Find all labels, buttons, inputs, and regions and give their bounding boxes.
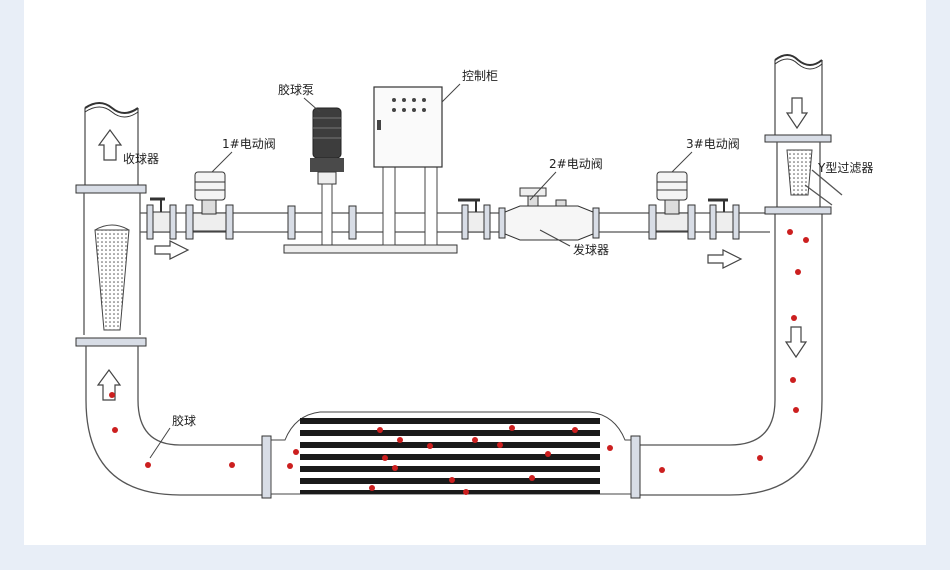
left-inlet-pipe — [84, 102, 139, 188]
ball-dot — [449, 477, 455, 483]
label-collector: 收球器 — [123, 152, 159, 166]
ball-dot — [109, 392, 115, 398]
label-control-cabinet-leader — [441, 83, 461, 103]
ball-dot — [392, 465, 398, 471]
label-ball-leader — [149, 427, 171, 459]
label-valve-1: 1#电动阀 — [222, 137, 276, 151]
ball-dot — [607, 445, 613, 451]
manual-valve-icon — [146, 197, 177, 240]
ball-dot — [377, 427, 383, 433]
label-pump: 胶球泵 — [278, 82, 314, 97]
ball-dot — [145, 462, 151, 468]
ball-dot — [791, 315, 797, 321]
up-arrow-icon — [96, 368, 122, 401]
ball-dot — [795, 269, 801, 275]
control-cabinet-icon — [373, 86, 443, 168]
manual-valve-icon — [458, 198, 491, 240]
electric-valve-3-icon — [648, 171, 696, 240]
y-filter-icon — [764, 134, 843, 215]
label-valve-3-leader — [671, 151, 693, 173]
ball-dot — [529, 475, 535, 481]
manual-valve-icon — [708, 198, 740, 240]
ball-dot — [229, 462, 235, 468]
pipe-flange-icon — [287, 205, 357, 240]
left-return-pipe — [85, 346, 262, 496]
ball-dot — [572, 427, 578, 433]
ball-dot — [472, 437, 478, 443]
ball-dot — [803, 237, 809, 243]
right-arrow-icon — [154, 240, 190, 260]
equipment-base — [283, 164, 458, 254]
ball-dot — [382, 455, 388, 461]
ball-dot — [497, 442, 503, 448]
label-valve-2-leader — [529, 171, 557, 201]
ball-dot — [397, 437, 403, 443]
collector-body — [83, 193, 141, 335]
ball-dot — [545, 451, 551, 457]
ball-dot — [757, 455, 763, 461]
label-valve-1-leader — [211, 151, 233, 173]
rubber-balls — [109, 229, 809, 495]
label-ball: 胶球 — [172, 413, 196, 428]
ball-dot — [112, 427, 118, 433]
label-valve-3: 3#电动阀 — [686, 137, 740, 151]
up-arrow-icon — [97, 128, 123, 161]
ball-dot — [369, 485, 375, 491]
ball-dot — [793, 407, 799, 413]
label-control-cabinet: 控制柜 — [462, 69, 498, 83]
ball-dot — [287, 463, 293, 469]
right-outlet-pipe — [640, 54, 823, 496]
ball-dot — [293, 449, 299, 455]
collector-flange-bottom — [75, 337, 147, 347]
condenser-flange-right — [630, 435, 641, 499]
collector-flange-top — [75, 184, 147, 194]
label-valve-2: 2#电动阀 — [549, 157, 603, 171]
ball-dot — [427, 443, 433, 449]
condenser-flange-left — [261, 435, 272, 499]
ball-dot — [790, 377, 796, 383]
ball-pump-icon — [310, 107, 344, 253]
label-launcher-leader — [539, 229, 571, 247]
label-pump-leader — [303, 97, 321, 113]
label-y-filter: Y型过滤器 — [817, 161, 873, 175]
right-arrow-icon — [707, 249, 743, 269]
ball-dot — [787, 229, 793, 235]
ball-dot — [509, 425, 515, 431]
label-launcher: 发球器 — [573, 242, 609, 257]
electric-valve-1-icon — [185, 171, 234, 240]
down-arrow-icon — [784, 326, 808, 359]
down-arrow-icon — [785, 97, 809, 130]
ball-dot — [463, 489, 469, 495]
ball-launcher-icon — [498, 187, 600, 241]
ball-dot — [659, 467, 665, 473]
